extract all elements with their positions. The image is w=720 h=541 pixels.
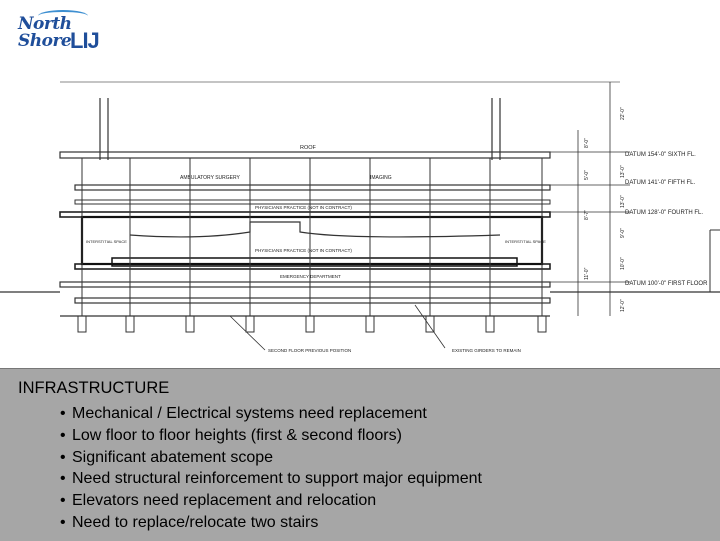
dim-outer-1: 22'-0" — [620, 107, 626, 120]
dim-inner-1: 8'-0" — [584, 138, 590, 148]
datum-ticks — [550, 82, 630, 316]
dim-outer-2: 13'-0" — [620, 165, 626, 178]
footings — [77, 315, 547, 333]
label-existing-girders: EXISTING GIRDERS TO REMAIN — [452, 348, 521, 353]
dim-inner-4: 11'-0" — [584, 267, 590, 280]
panel-title: INFRASTRUCTURE — [18, 379, 170, 397]
logo-line-1: North — [18, 14, 72, 34]
dim-outer-6: 12'-0" — [620, 299, 626, 312]
logo-swoosh — [38, 10, 88, 22]
dim-outer-3: 13'-0" — [620, 195, 626, 208]
bullet-icon: • — [60, 448, 66, 466]
label-second-floor-previous: SECOND FLOOR PREVIOUS POSITION — [268, 348, 351, 353]
north-shore-lij-logo: North Shore LIJ — [8, 10, 100, 60]
interstitial-frame — [80, 215, 544, 266]
logo-suffix: LIJ — [70, 28, 100, 53]
datum-sixth-floor: DATUM 154'-0" SIXTH FL. — [625, 152, 696, 158]
dim-outer-4: 9'-0" — [620, 228, 626, 238]
building-section-drawing: ROOF AMBULATORY SURGERY IMAGING PHYSICIA… — [0, 60, 720, 370]
sixth-floor-slab — [74, 184, 551, 191]
label-physician-practice-upper: PHYSICIANS PRACTICE (NOT IN CONTRACT) — [255, 205, 352, 210]
list-item: •Elevators need replacement and relocati… — [60, 490, 482, 512]
dim-inner-2: 5'-0" — [584, 170, 590, 180]
label-ambulatory-surgery: AMBULATORY SURGERY — [180, 175, 240, 181]
datum-fourth-floor: DATUM 128'-0" FOURTH FL. — [625, 210, 703, 216]
infrastructure-panel: INFRASTRUCTURE •Mechanical / Electrical … — [0, 368, 720, 541]
list-item: •Need to replace/relocate two stairs — [60, 512, 482, 534]
datum-fifth-floor: DATUM 141'-0" FIFTH FL. — [625, 180, 696, 186]
bullet-icon: • — [60, 426, 66, 444]
section-svg: ROOF AMBULATORY SURGERY IMAGING PHYSICIA… — [0, 81, 720, 353]
bullet-icon: • — [60, 513, 66, 531]
bullet-icon: • — [60, 470, 66, 488]
label-emergency-department: EMERGENCY DEPARTMENT — [280, 274, 341, 279]
dim-outer-5: 10'-0" — [620, 257, 626, 270]
list-item: •Mechanical / Electrical systems need re… — [60, 403, 482, 425]
list-item: •Need structural reinforcement to suppor… — [60, 468, 482, 490]
bullet-icon: • — [60, 492, 66, 510]
bullet-list: •Mechanical / Electrical systems need re… — [60, 403, 482, 534]
transfer-girder — [129, 221, 501, 238]
label-roof: ROOF — [300, 145, 317, 151]
bullet-icon: • — [60, 405, 66, 422]
label-physician-practice-lower: PHYSICIANS PRACTICE (NOT IN CONTRACT) — [255, 248, 352, 253]
datum-first-floor: DATUM 100'-0" FIRST FLOOR — [625, 281, 708, 287]
structural-columns — [81, 158, 543, 316]
list-item: •Significant abatement scope — [60, 447, 482, 469]
roof-slab — [59, 151, 551, 159]
first-floor-slab — [74, 297, 551, 304]
label-interstitial-right: INTERSTITIAL SPACE — [505, 239, 546, 244]
dim-inner-3: 8'-7" — [584, 210, 590, 220]
logo-line-2: Shore — [18, 31, 72, 51]
label-interstitial-left: INTERSTITIAL SPACE — [86, 239, 127, 244]
label-imaging: IMAGING — [370, 175, 392, 181]
list-item: •Low floor to floor heights (first & sec… — [60, 425, 482, 447]
